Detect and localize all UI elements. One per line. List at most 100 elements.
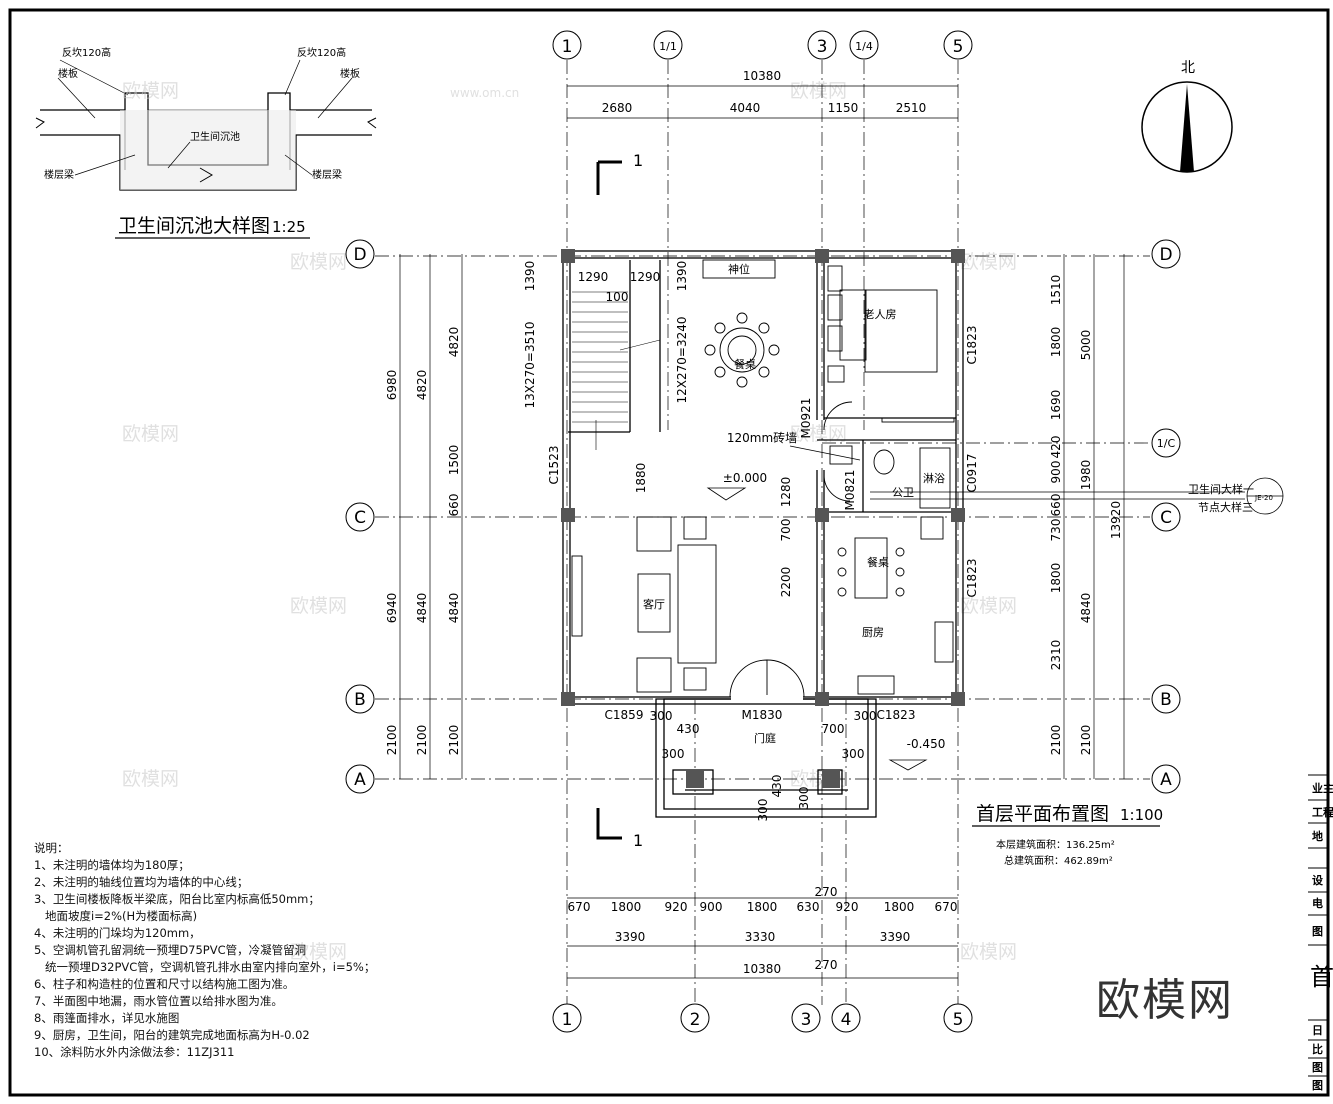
axis-label-bottom: 4	[841, 1010, 852, 1030]
watermark: 欧模网	[122, 80, 179, 102]
dim-left-mid: 4840	[415, 593, 429, 624]
detail-label-fanjiang-right: 反坎120高	[297, 46, 346, 59]
dim-bottom-a: 900	[700, 900, 723, 914]
watermark: 欧模网	[960, 941, 1017, 963]
tv-cabinet	[571, 555, 583, 637]
dim-stair: 13X270=3510	[523, 322, 537, 409]
dim-right-inner: 730	[1049, 519, 1063, 542]
door-tag: M0921	[799, 398, 813, 439]
elevation-marker	[706, 487, 747, 501]
dim-porch: 430	[677, 722, 700, 736]
wall-note: 120mm砖墙	[727, 430, 797, 445]
watermark: 欧模网	[290, 941, 347, 963]
dim-right-inner: 420	[1049, 436, 1063, 459]
callout-ref: JE-20	[1254, 494, 1273, 502]
washbasin	[829, 445, 853, 465]
axis-label-bottom: 2	[690, 1010, 701, 1030]
title-block	[1308, 774, 1328, 1077]
room-label-linyu: 淋浴	[923, 472, 945, 485]
dim-right-inner: 2100	[1049, 725, 1063, 756]
dim-top: 4040	[730, 101, 761, 115]
drawing-frame	[8, 8, 1330, 1097]
window-tag: C1823	[965, 326, 979, 365]
window-tag: C1823	[877, 708, 916, 722]
staircase[interactable]	[572, 291, 661, 450]
title-block-field: 业主	[1312, 781, 1333, 795]
axis-label-right: B	[1160, 690, 1172, 710]
title-block-field: 设	[1312, 873, 1324, 887]
note-item: 3、卫生间楼板降板半梁底，阳台比室内标高低50mm；	[34, 892, 320, 906]
dim-inner: 700	[779, 519, 793, 542]
dim-top: 2680	[602, 101, 633, 115]
detail-label-liang-left: 楼层梁	[44, 168, 74, 181]
dim-inner: 2200	[779, 567, 793, 598]
note-item: 1、未注明的墙体均为180厚；	[34, 858, 190, 872]
title-block-field: 图	[1312, 1079, 1323, 1092]
detail-label-louban-left: 楼板	[58, 67, 78, 80]
title-block-field: 地	[1312, 829, 1323, 843]
note-item: 7、半面图中地漏，雨水管位置以给排水图为准。	[34, 994, 283, 1008]
columns	[561, 249, 965, 788]
axis-label-top: 1/4	[855, 40, 873, 53]
axis-label-bottom: 1	[562, 1010, 573, 1030]
axis-label-right: 1/C	[1157, 437, 1176, 450]
toilet	[873, 449, 895, 475]
dim-left-mid: 4840	[447, 593, 461, 624]
dim-top: 2510	[896, 101, 927, 115]
dim-right-inner: 900	[1049, 461, 1063, 484]
watermark: 欧模网	[122, 768, 179, 790]
dim-right-mid: 4840	[1079, 593, 1093, 624]
dim-bottom-a: 630	[797, 900, 820, 914]
dim-stair: 1390	[675, 261, 689, 292]
dim-porch: 430	[770, 775, 784, 798]
brand-watermark: 欧模网	[1096, 975, 1234, 1026]
sofa	[677, 544, 717, 664]
title-block-field: 首	[1310, 963, 1333, 991]
plan-scale: 1:100	[1120, 806, 1163, 824]
dim-right-total: 13920	[1109, 501, 1123, 539]
dim-right-inner: 2310	[1049, 640, 1063, 671]
axis-bubbles	[345, 30, 1181, 1033]
note-item: 6、柱子和构造柱的位置和尺寸以结构施工图为准。	[34, 977, 295, 991]
armchair	[636, 657, 672, 693]
dim-right-mid: 1980	[1079, 460, 1093, 491]
dim-stair: 1290	[578, 270, 609, 284]
section-mark-bottom	[596, 808, 622, 840]
room-label-laorenfang: 老人房	[864, 308, 897, 321]
dim-bottom-b: 3330	[745, 930, 776, 944]
dim-bottom-270a: 270	[815, 885, 838, 899]
detail-label-louban-right: 楼板	[340, 67, 360, 80]
dim-porch: 300	[854, 709, 877, 723]
detail-label-liang-right: 楼层梁	[312, 168, 342, 181]
altar-shelf	[702, 259, 776, 279]
window-tag: C1859	[605, 708, 644, 722]
dim-inner: 1280	[779, 477, 793, 508]
dim-bottom-a: 1800	[747, 900, 778, 914]
dim-right-mid: 5000	[1079, 330, 1093, 361]
axis-label-left: B	[354, 690, 366, 710]
note-item: 统一预埋D32PVC管，空调机管孔排水由室内排向室外，i=5%；	[34, 960, 376, 974]
sink	[857, 675, 895, 695]
section-mark-top	[596, 160, 622, 195]
dim-right-mid: 2100	[1079, 725, 1093, 756]
elevation-marker	[888, 759, 928, 771]
section-mark-label: 1	[633, 151, 643, 170]
dim-left-outer: 6940	[385, 593, 399, 624]
dimension-lines	[399, 85, 1125, 979]
dim-right-inner: 1690	[1049, 390, 1063, 421]
note-item: 5、空调机管孔留洞统一预埋D75PVC管，冷凝管留洞	[34, 943, 307, 957]
window-tag: C1823	[965, 559, 979, 598]
note-item: 10、涂料防水外内涂做法参：11ZJ311	[34, 1045, 235, 1059]
detail-label-fanjiang-left: 反坎120高	[62, 46, 111, 59]
plan-title: 首层平面布置图	[976, 803, 1109, 825]
detail-title: 卫生间沉池大样图	[118, 215, 270, 237]
dim-left-mid: 4820	[415, 370, 429, 401]
area-total: 总建筑面积：462.89m²	[1004, 854, 1113, 867]
dim-bottom-b: 3390	[880, 930, 911, 944]
detail-scale: 1:25	[272, 218, 306, 236]
note-item: 2、未注明的轴线位置均为墙体的中心线；	[34, 875, 249, 889]
dim-porch: 300	[842, 747, 865, 761]
dim-left-mid: 4820	[447, 327, 461, 358]
title-block-field: 图	[1312, 1061, 1323, 1074]
title-block-field: 日	[1312, 1024, 1323, 1037]
